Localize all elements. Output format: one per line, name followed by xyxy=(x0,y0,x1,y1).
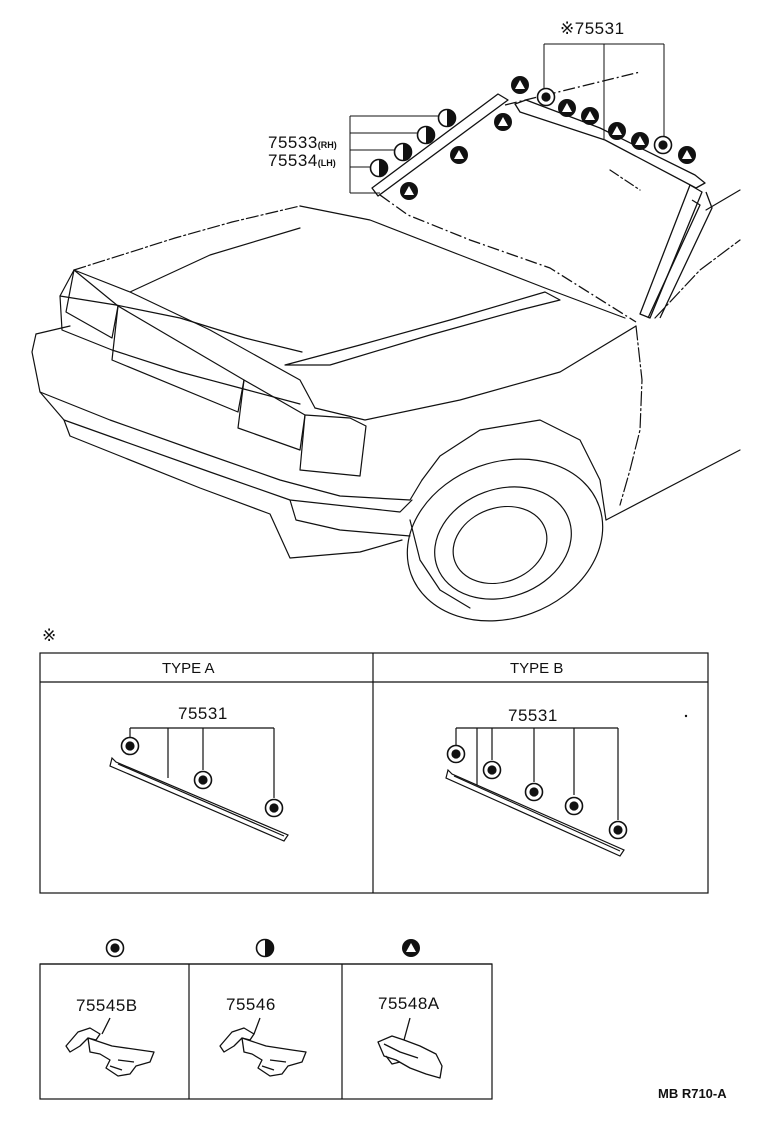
type-a-symbols xyxy=(120,736,284,818)
clip-75548a-drawing xyxy=(377,1017,443,1079)
part-75533-label: 75533(RH) xyxy=(268,134,337,152)
type-a-molding xyxy=(109,727,289,842)
note-asterisk: ※ xyxy=(42,626,57,645)
clip-75548a-label: 75548A xyxy=(378,994,440,1013)
rh-lh-leader xyxy=(349,115,440,194)
clip-75545b-label: 75545B xyxy=(76,996,138,1015)
type-b-molding xyxy=(445,727,625,857)
lh-suffix: (LH) xyxy=(317,158,336,168)
type-b-header: TYPE B xyxy=(510,660,564,677)
type-b-symbols xyxy=(446,744,628,840)
clip-table xyxy=(39,963,493,1100)
part-75531-top-label: ※75531 xyxy=(560,19,625,38)
car-outline xyxy=(31,169,741,622)
part-75533-number: 75533 xyxy=(268,133,318,152)
type-a-header: TYPE A xyxy=(162,660,215,677)
75531-leader xyxy=(543,43,665,140)
clip-75546-label: 75546 xyxy=(226,995,276,1014)
clip-75545b-drawing xyxy=(65,1017,155,1077)
top-symbols xyxy=(369,76,696,200)
clip-header-symbols xyxy=(105,938,420,958)
clip-75546-drawing xyxy=(219,1017,307,1077)
part-75534-label: 75534(LH) xyxy=(268,152,336,170)
part-75534-number: 75534 xyxy=(268,151,318,170)
rh-suffix: (RH) xyxy=(317,140,337,150)
type-table xyxy=(39,652,709,894)
type-a-part-number: 75531 xyxy=(178,704,228,723)
windshield-frame xyxy=(371,71,713,323)
type-b-part-number: 75531 xyxy=(508,706,558,725)
diagram-code: MB R710-A xyxy=(658,1086,727,1101)
